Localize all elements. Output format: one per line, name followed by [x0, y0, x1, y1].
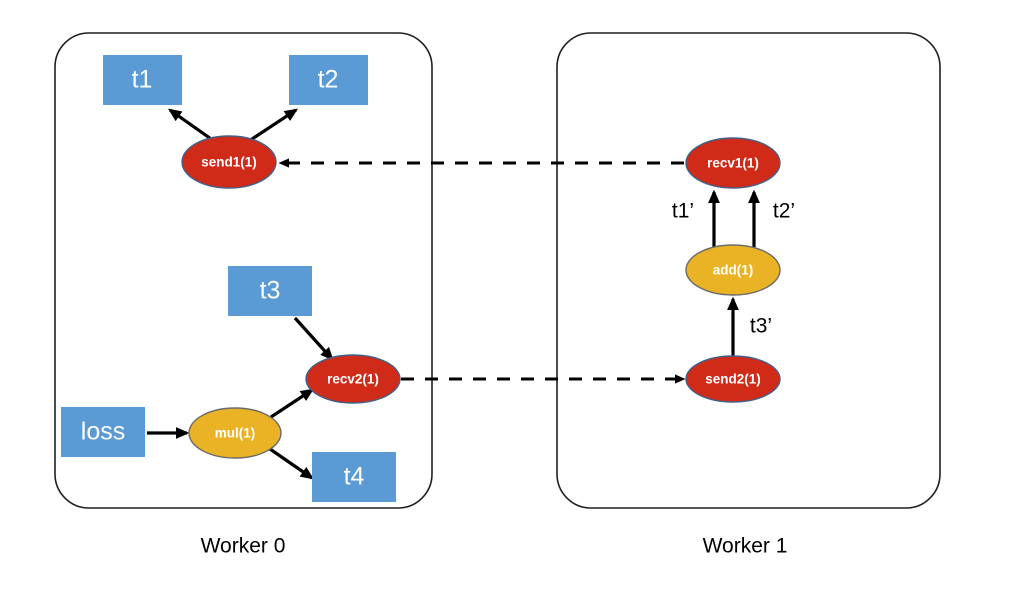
node-recv1[interactable]: recv1(1) — [685, 137, 781, 189]
worker-0-caption: Worker 0 — [201, 535, 286, 558]
t1-label: t1 — [132, 66, 153, 94]
edge-label-t3-prime: t3’ — [750, 315, 772, 338]
recv1-ellipse[interactable] — [685, 137, 781, 189]
node-send2[interactable]: send2(1) — [685, 355, 781, 403]
loss-label: loss — [81, 418, 125, 446]
edge-send1-to-t2 — [248, 108, 299, 143]
node-mul[interactable]: mul(1) — [188, 407, 282, 459]
node-t2[interactable]: t2 — [289, 55, 368, 105]
mul-ellipse[interactable] — [188, 407, 282, 459]
t2-label: t2 — [318, 66, 339, 94]
t2-box[interactable] — [289, 55, 368, 105]
edge-label-t1-prime: t1’ — [672, 200, 694, 223]
t1-box[interactable] — [103, 55, 182, 105]
t3-box[interactable] — [228, 266, 312, 316]
node-recv2[interactable]: recv2(1) — [305, 354, 401, 404]
send1-ellipse[interactable] — [181, 135, 277, 189]
recv2-label: recv2(1) — [327, 372, 379, 387]
mul-label: mul(1) — [215, 426, 256, 441]
worker-0-panel — [54, 32, 433, 509]
node-t1[interactable]: t1 — [103, 55, 182, 105]
t4-label: t4 — [344, 463, 365, 491]
send2-label: send2(1) — [705, 372, 761, 387]
send1-label: send1(1) — [201, 155, 257, 170]
edge-mul-to-t4 — [269, 447, 314, 480]
send2-ellipse[interactable] — [685, 355, 781, 403]
add-ellipse[interactable] — [685, 244, 781, 296]
loss-box[interactable] — [61, 407, 145, 457]
add-label: add(1) — [713, 263, 754, 278]
worker-1-group: t1’ t2’ t3’ recv1(1) add(1) send2(1) Wor… — [556, 32, 941, 558]
recv1-label: recv1(1) — [707, 156, 759, 171]
node-add[interactable]: add(1) — [685, 244, 781, 296]
node-send1[interactable]: send1(1) — [181, 135, 277, 189]
worker-0-group: t1 t2 send1(1) t3 recv2(1) loss — [54, 32, 433, 558]
edge-t3-to-recv2 — [293, 316, 334, 361]
node-t4[interactable]: t4 — [312, 452, 396, 502]
worker-1-caption: Worker 1 — [703, 535, 788, 558]
node-t3[interactable]: t3 — [228, 266, 312, 316]
recv2-ellipse[interactable] — [305, 354, 401, 404]
t4-box[interactable] — [312, 452, 396, 502]
edge-label-t2-prime: t2’ — [773, 200, 795, 223]
edge-mul-to-recv2 — [270, 388, 315, 419]
node-loss[interactable]: loss — [61, 407, 145, 457]
t3-label: t3 — [260, 277, 281, 305]
edge-send1-to-t1 — [168, 108, 215, 143]
worker-1-panel — [556, 32, 941, 509]
